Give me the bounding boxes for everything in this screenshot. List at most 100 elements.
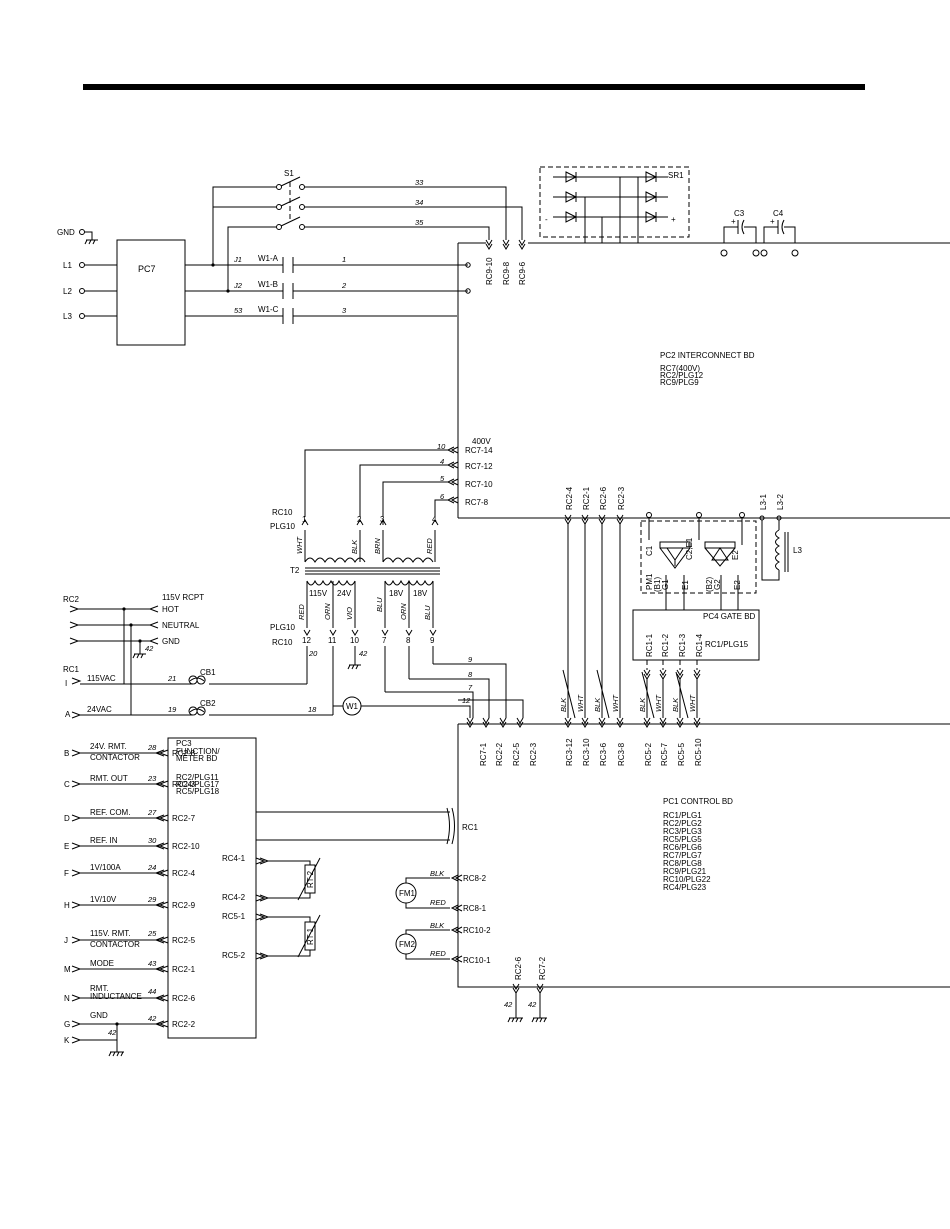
t2-bot-pin-8: 8 [406,636,411,645]
pc3-rc-b: RC2-8 [172,749,196,758]
rc5-color-3: BLK [671,697,680,712]
pc3-row-h-letter: H [64,901,70,910]
power-115vac: 115VAC [87,674,116,683]
input-label-l3: L3 [63,312,72,321]
pc3-gnd-wire: 42 [108,1028,117,1037]
pc1-line-7: RC8/PLG8 [663,859,702,868]
cap-c3-plus: + [731,217,736,226]
t2-top-pin-4: 4 [432,515,437,524]
t2-sec-24v: 24V [337,589,352,598]
pc3-board: PC3 FUNCTION/ METER BD RC2/PLG11 RC4/PLG… [64,737,257,1057]
voltage-400v: 400V [472,437,491,446]
pc3-box [167,737,257,1039]
rcpt-neutral: NEUTRAL [162,621,200,630]
pc4-rc1-3: RC1-3 [678,633,687,657]
wire-t2-4: 4 [440,457,444,466]
contactor-w1b: W1-B [258,280,278,289]
pc3-title: PC3 [176,739,192,748]
t2-bot-color-blu-a: BLU [375,597,384,612]
wire-35: 35 [415,218,424,227]
pc3-row-n-label: RMT. [90,984,109,993]
t2-sec-115v: 115V [309,589,328,598]
cap-c4-plus: + [770,217,775,226]
thermistor-rc1-label: RC1 [462,823,479,832]
input-label-gnd: GND [57,228,75,237]
input-label-l1: L1 [63,261,72,270]
rc3-color-2: WHT [576,694,585,712]
rcpt-115v: RC2 115V RCPT HOT NEUTRAL GND 42 [63,593,204,715]
pc1-title: PC1 CONTROL BD [663,797,733,806]
pc1-note: PC1 CONTROL BD RC1/PLG1 RC2/PLG2 RC3/PLG… [663,797,733,892]
pc3-subtitle2: METER BD [176,754,218,763]
fan-fm2-label: FM2 [399,940,416,949]
rc4-1-label: RC4-1 [222,854,246,863]
transformer-t2: 400V RC7-14 RC7-12 RC7-10 RC7-8 10 4 5 6… [270,437,950,715]
contactor-w1a: W1-A [258,254,279,263]
pc2-title: PC2 INTERCONNECT BD [660,351,755,360]
pc3-rc-e: RC2-10 [172,842,200,851]
wire-34: 34 [415,198,423,207]
pc4-box [632,609,760,661]
wire-33: 33 [415,178,424,187]
t2-bot-pin-9: 9 [430,636,435,645]
pc4-gate-g2: G2 [713,579,722,590]
rc9-8: RC9-8 [502,261,511,285]
pc2-line-2: RC2/PLG12 [660,371,704,380]
pc3-row-n-letter: N [64,994,70,1003]
pc4-rc: RC1/PLG15 [705,640,749,649]
pc3-row-j-letter: J [64,936,68,945]
pc3-row-j-label: 115V. RMT. [90,929,130,938]
t2-bot-color-red: RED [297,604,306,620]
rc10-top-label: RC10 [272,508,293,517]
pc3-row-j-wire: 25 [147,929,157,938]
rcpt-gnd: GND [162,637,180,646]
fan-rc10-2: RC10-2 [463,926,491,935]
pc3-row-m-wire: 43 [148,959,157,968]
rc10-bottom-label: RC10 [272,638,293,647]
power-lines: RC1 I 115VAC 21 CB1 A 24VAC 19 CB2 18 W1… [63,655,950,988]
lower-wire-9: 9 [468,655,473,664]
rc3-color-4: WHT [611,694,620,712]
pc1-line-10: RC4/PLG23 [663,883,707,892]
pc3-line-1: RC2/PLG11 [176,773,219,782]
pc3-rc-h: RC2-9 [172,901,196,910]
bottom-wire-42-a: 42 [504,1000,513,1009]
lower-rc2-5: RC2-5 [512,742,521,766]
rt2-body [304,864,316,894]
pc4-gate-b1: (B1) [653,577,662,592]
rc2-rc3-group: RC2-4 RC2-1 RC2-6 RC2-3 BLK WHT BLK WHT … [559,486,626,766]
t2-top-pin-1: 1 [302,515,307,524]
fan-rc10-1: RC10-1 [463,956,491,965]
bottom-grounds: RC2-6 RC7-2 42 42 [504,956,547,1023]
pc3-row-j-label2: CONTACTOR [90,940,140,949]
pc3-row-d-wire: 27 [147,808,157,817]
rc5-group: BLK WHT BLK WHT RC5-2 RC5-7 RC5-5 RC5-10 [638,694,703,766]
cb1-label: CB1 [200,668,216,677]
fan-fm1-color-red: RED [430,898,446,907]
pc3-rc-c: RC2-3 [172,780,196,789]
pc3-row-h-label: 1V/10V [90,895,117,904]
t2-top-color-wht: WHT [295,536,304,554]
pc3-row-e-label: REF. IN [90,836,118,845]
pc3-row-c-wire: 23 [147,774,157,783]
wire-t2-10: 10 [437,442,446,451]
pc3-row-f-wire: 24 [147,863,156,872]
lower-wire-8: 8 [468,670,473,679]
rcpt-wire-42: 42 [145,644,154,653]
pc4-gate-board: C1 C2,E1 E2 PM1 (B1) G1 E1 (B2) G2 E2 PC… [632,493,802,719]
fans: FM1 BLK RED RC8-2 RC8-1 FM2 BLK RED RC10… [395,869,491,965]
sr1-box [539,166,690,238]
lower-wire-12: 12 [462,696,471,705]
rc9-6: RC9-6 [518,261,527,285]
pc3-line-2: RC4/PLG17 [176,780,220,789]
rc3-12: RC3-12 [565,738,574,766]
pc3-row-c-label: RMT. OUT [90,774,128,783]
t2-bot-color-orn-a: ORN [323,603,332,620]
wire-3: 3 [342,306,347,315]
wire-j1: J1 [233,255,242,264]
pc4-term-e2: E2 [731,550,740,560]
t2-name: T2 [290,566,300,575]
rt2-label: RT 2 [306,870,315,888]
rc3-8: RC3-8 [617,742,626,766]
